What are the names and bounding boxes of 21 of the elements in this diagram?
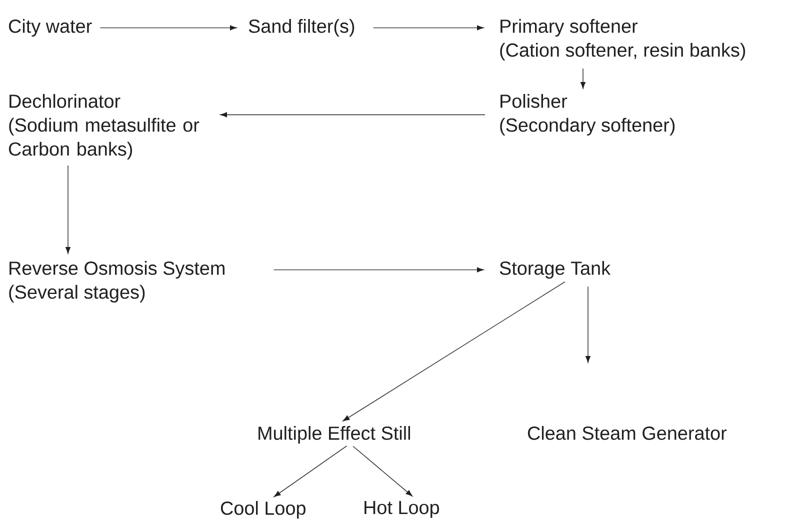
flow-step-text: Hot Loop <box>364 501 439 518</box>
arrow <box>342 281 566 422</box>
arrow <box>100 25 237 30</box>
arrow <box>220 112 486 118</box>
arrow <box>372 25 484 30</box>
arrow <box>352 446 413 496</box>
flow-step-text: Dechlorinator (Sodium metasulfite or Carbon banks) <box>8 94 200 160</box>
arrow <box>273 267 484 272</box>
flow-step-text: Sand filter(s) <box>248 19 354 37</box>
flow-step-text: Storage Tank <box>500 261 611 279</box>
flow-step-text: Primary softener (Cation softener, resin banks) <box>500 19 746 61</box>
flow-step-text: Cool Loop <box>220 501 306 519</box>
flow-step-text: Clean Steam Generator <box>528 426 727 440</box>
flow-step-text: Reverse Osmosis System (Several stages) <box>9 261 224 303</box>
arrow <box>66 165 71 254</box>
flow-step-text: Polisher (Secondary softener) <box>500 94 675 136</box>
arrow <box>580 68 586 89</box>
arrow <box>586 286 591 363</box>
flow-step-text: City water <box>8 19 92 37</box>
arrow <box>274 446 348 497</box>
flow-step-text: Multiple Effect Still <box>258 426 410 444</box>
